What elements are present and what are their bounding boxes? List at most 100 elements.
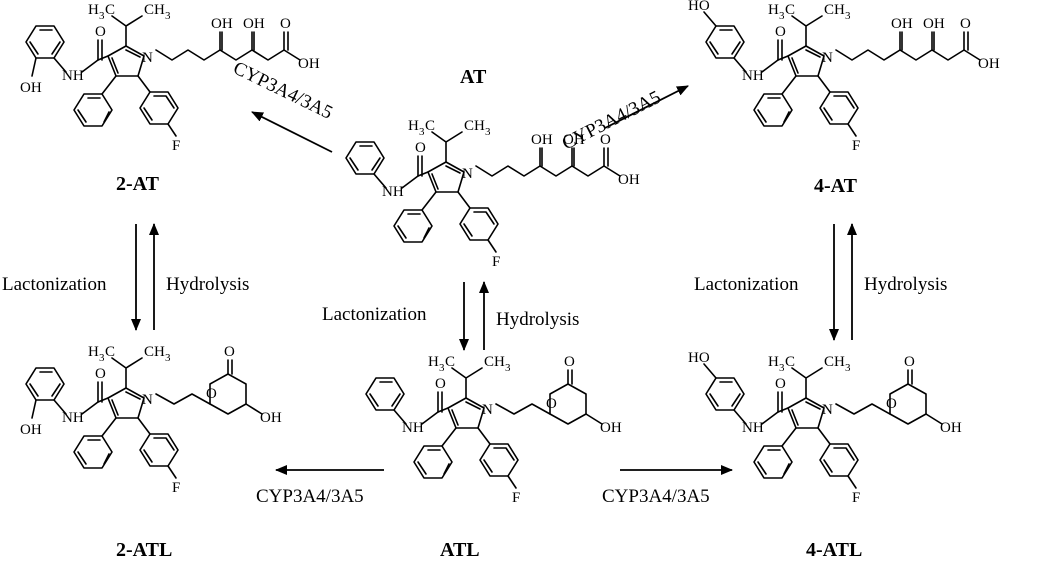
- label-cyp-at-to-4-at: CYP3A4/3A5: [559, 87, 664, 155]
- lactone-ring-oxygen-label: O: [886, 396, 897, 412]
- h3c-sub: 3: [779, 362, 785, 374]
- pyrrole-n-label: N: [462, 166, 473, 182]
- molecule-4-atl: [703, 363, 943, 489]
- h3c-c-label: C: [445, 354, 455, 370]
- acid-carbonyl-oxygen-label: O: [280, 16, 291, 32]
- ch3-label: CH: [824, 2, 845, 18]
- compound-label-2-atl: 2-ATL: [116, 539, 172, 561]
- h3c-c-label: C: [785, 354, 795, 370]
- chain-hydroxyl-3-label: OH: [531, 132, 553, 148]
- ch3-label: CH: [144, 344, 165, 360]
- ortho-hydroxyl-label: OH: [20, 422, 42, 438]
- fluorine-label: F: [172, 138, 180, 154]
- label-hydrolysis-2: Hydrolysis: [166, 274, 249, 295]
- chain-hydroxyl-3-label: OH: [891, 16, 913, 32]
- pyrrole-n-label: N: [142, 50, 153, 66]
- fluorine-label: F: [172, 480, 180, 496]
- ch3-sub: 3: [845, 362, 851, 374]
- pyrrole-n-label: N: [822, 50, 833, 66]
- ch3-sub: 3: [485, 126, 491, 138]
- arrow-at-to-2-at: [251, 111, 333, 153]
- chain-hydroxyl-5-label: OH: [563, 132, 585, 148]
- amide-oxygen-label: O: [775, 376, 786, 392]
- h3c-label: H: [408, 118, 419, 134]
- h3c-sub: 3: [99, 10, 105, 22]
- label-lactonization-center: Lactonization: [322, 304, 427, 325]
- compound-label-at: AT: [460, 66, 487, 88]
- amide-nh-label: NH: [382, 184, 404, 200]
- amide-oxygen-label: O: [435, 376, 446, 392]
- ch3-label: CH: [484, 354, 505, 370]
- amide-oxygen-label: O: [415, 140, 426, 156]
- h3c-c-label: C: [105, 2, 115, 18]
- h3c-sub: 3: [439, 362, 445, 374]
- ch3-sub: 3: [845, 10, 851, 22]
- h3c-sub: 3: [779, 10, 785, 22]
- lactone-ring-oxygen-label: O: [206, 386, 217, 402]
- label-cyp-atl-to-2-atl: CYP3A4/3A5: [256, 486, 364, 507]
- compound-label-atl: ATL: [440, 539, 480, 561]
- acid-hydroxyl-label: OH: [298, 56, 320, 72]
- amide-nh-label: NH: [742, 420, 764, 436]
- para-hydroxyl-label: HO: [688, 350, 710, 366]
- fluorine-label: F: [492, 254, 500, 270]
- amide-oxygen-label: O: [95, 24, 106, 40]
- lactone-hydroxyl-label: OH: [940, 420, 962, 436]
- compound-label-2-at: 2-AT: [116, 173, 160, 195]
- label-hydrolysis-4: Hydrolysis: [864, 274, 947, 295]
- compound-label-4-atl: 4-ATL: [806, 539, 862, 561]
- amide-nh-label: NH: [62, 410, 84, 426]
- lactone-carbonyl-oxygen-label: O: [904, 354, 915, 370]
- ortho-hydroxyl-label: OH: [20, 80, 42, 96]
- chain-hydroxyl-3-label: OH: [211, 16, 233, 32]
- acid-hydroxyl-label: OH: [978, 56, 1000, 72]
- acid-carbonyl-oxygen-label: O: [960, 16, 971, 32]
- arrow-at-to-4-at: [604, 85, 689, 129]
- acid-hydroxyl-label: OH: [618, 172, 640, 188]
- lactone-hydroxyl-label: OH: [260, 410, 282, 426]
- amide-nh-label: NH: [742, 68, 764, 84]
- label-hydrolysis-center: Hydrolysis: [496, 309, 579, 330]
- fluorine-label: F: [512, 490, 520, 506]
- ch3-sub: 3: [165, 352, 171, 364]
- lactone-carbonyl-oxygen-label: O: [224, 344, 235, 360]
- amide-nh-label: NH: [62, 68, 84, 84]
- h3c-c-label: C: [785, 2, 795, 18]
- amide-oxygen-label: O: [95, 366, 106, 382]
- label-cyp-atl-to-4-atl: CYP3A4/3A5: [602, 486, 710, 507]
- ch3-label: CH: [464, 118, 485, 134]
- label-cyp-at-to-2-at: CYP3A4/3A5: [230, 58, 336, 124]
- ch3-label: CH: [824, 354, 845, 370]
- lactone-hydroxyl-label: OH: [600, 420, 622, 436]
- fluorine-label: F: [852, 138, 860, 154]
- pyrrole-n-label: N: [822, 402, 833, 418]
- lactone-ring-oxygen-label: O: [546, 396, 557, 412]
- label-lactonization-2: Lactonization: [2, 274, 107, 295]
- h3c-label: H: [768, 2, 779, 18]
- h3c-label: H: [88, 344, 99, 360]
- para-hydroxyl-label: HO: [688, 0, 710, 14]
- label-lactonization-4: Lactonization: [694, 274, 799, 295]
- chain-hydroxyl-5-label: OH: [923, 16, 945, 32]
- amide-nh-label: NH: [402, 420, 424, 436]
- fluorine-label: F: [852, 490, 860, 506]
- chain-hydroxyl-5-label: OH: [243, 16, 265, 32]
- compound-label-4-at: 4-AT: [814, 175, 858, 197]
- h3c-c-label: C: [425, 118, 435, 134]
- pyrrole-n-label: N: [482, 402, 493, 418]
- amide-oxygen-label: O: [775, 24, 786, 40]
- h3c-sub: 3: [419, 126, 425, 138]
- ch3-sub: 3: [505, 362, 511, 374]
- h3c-c-label: C: [105, 344, 115, 360]
- ch3-sub: 3: [165, 10, 171, 22]
- ch3-label: CH: [144, 2, 165, 18]
- h3c-label: H: [768, 354, 779, 370]
